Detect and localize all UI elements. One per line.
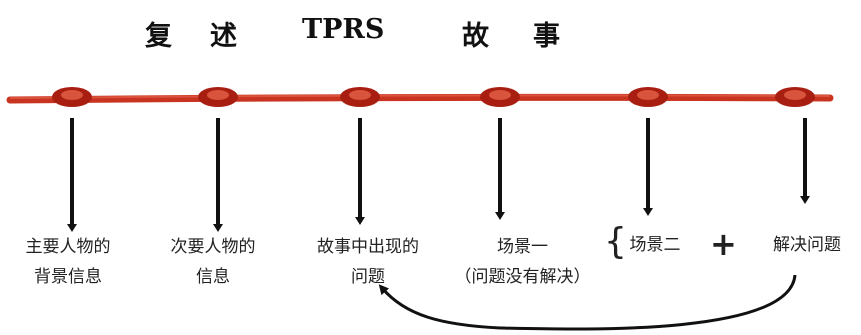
label-main-character-line1: 主要人物的 xyxy=(25,237,111,257)
curved-return-arrow xyxy=(378,274,797,331)
rope-knot xyxy=(52,87,92,107)
bracket-glyph: { xyxy=(604,221,627,262)
down-arrow xyxy=(800,118,810,204)
down-arrows xyxy=(67,118,810,232)
rope-knot xyxy=(775,87,815,107)
down-arrow xyxy=(495,118,505,220)
label-story-problem: 故事中出现的 问题 xyxy=(293,232,443,292)
down-arrow xyxy=(213,118,223,232)
title-char-1: 复 xyxy=(145,21,172,52)
rope-knot xyxy=(628,87,668,107)
title-char-2: 述 xyxy=(210,21,237,52)
title-char-4: 事 xyxy=(533,21,560,52)
label-story-problem-line1: 故事中出现的 xyxy=(317,237,419,257)
down-arrow xyxy=(67,118,77,232)
rope xyxy=(6,93,834,104)
label-scene-one-line2: （问题没有解决） xyxy=(454,267,591,287)
rope-knot xyxy=(480,87,520,107)
rope-knot xyxy=(340,87,380,107)
rope-knots xyxy=(52,87,815,107)
title-tprs: TPRS xyxy=(302,14,385,45)
label-secondary-character-line1: 次要人物的 xyxy=(170,237,256,257)
label-solve-problem: 解决问题 xyxy=(757,230,857,260)
label-scene-one-line1: 场景一 xyxy=(497,237,548,257)
label-story-problem-line2: 问题 xyxy=(351,267,385,287)
label-secondary-character-line2: 信息 xyxy=(196,267,230,287)
plus-sign: + xyxy=(710,225,737,263)
label-secondary-character: 次要人物的 信息 xyxy=(147,232,279,292)
title-char-3: 故 xyxy=(462,21,489,52)
down-arrow xyxy=(643,118,653,216)
label-scene-two-line1: 场景二 xyxy=(629,235,681,255)
diagram-title: 复 述 TPRS 故 事 xyxy=(0,6,861,52)
down-arrow xyxy=(355,118,365,225)
label-scene-two: 场景二 xyxy=(620,230,690,260)
rope-knot xyxy=(198,87,238,107)
label-main-character: 主要人物的 背景信息 xyxy=(2,232,134,292)
label-main-character-line2: 背景信息 xyxy=(34,267,102,287)
label-solve-problem-line1: 解决问题 xyxy=(773,235,841,255)
label-scene-one: 场景一 （问题没有解决） xyxy=(445,232,600,292)
